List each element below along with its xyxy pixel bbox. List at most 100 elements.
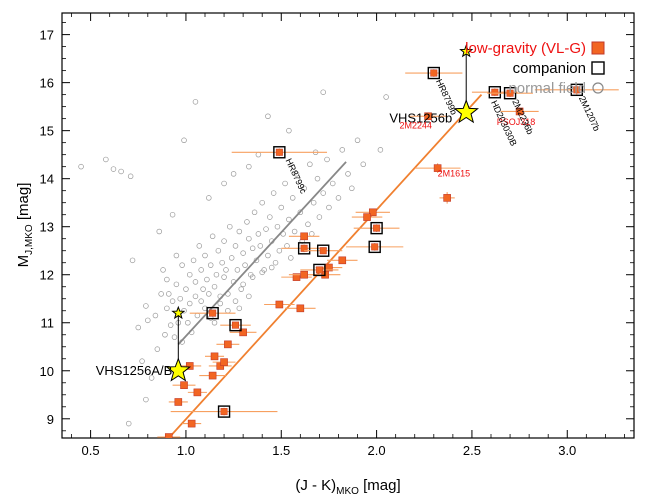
companion-point <box>319 247 327 255</box>
companion-point <box>506 89 514 97</box>
plot-frame <box>61 12 635 439</box>
field-point <box>186 300 193 307</box>
field-point <box>135 324 142 331</box>
trend-line <box>177 161 347 345</box>
field-point <box>236 305 243 312</box>
field-point <box>240 250 246 256</box>
field-point <box>360 161 367 168</box>
field-point <box>249 274 256 280</box>
field-point <box>307 161 313 168</box>
field-point <box>282 180 288 187</box>
legend-marker-companion <box>591 61 605 75</box>
field-point <box>171 334 178 340</box>
field-point <box>272 259 279 266</box>
field-point <box>103 156 109 163</box>
y-tick-label: 9 <box>47 412 54 427</box>
y-tick-label: 15 <box>40 124 54 139</box>
field-point <box>246 163 252 170</box>
field-point <box>320 190 326 196</box>
companion-box <box>427 66 440 80</box>
field-point <box>354 137 361 144</box>
field-point <box>249 245 256 252</box>
field-point <box>221 238 227 244</box>
x-axis-label: (J - K)MKO [mag] <box>295 477 400 497</box>
field-point <box>377 147 384 153</box>
field-point <box>192 293 199 300</box>
field-point <box>244 219 250 225</box>
field-point <box>310 199 317 206</box>
field-point <box>221 180 227 187</box>
field-point <box>143 396 149 403</box>
companion-point <box>373 224 381 232</box>
field-point <box>329 180 336 187</box>
field-point <box>267 214 273 220</box>
field-point <box>215 247 222 254</box>
companion-point <box>220 408 228 416</box>
field-point <box>289 195 296 201</box>
companion-point <box>300 244 308 252</box>
x-tick-label: 1.0 <box>177 443 195 458</box>
field-point <box>286 216 292 223</box>
low-gravity-point <box>300 270 308 279</box>
low-gravity-point <box>296 304 305 313</box>
star-label: VHS1256A/B <box>96 363 173 378</box>
field-point <box>129 257 136 264</box>
field-point <box>164 276 170 283</box>
field-point <box>268 264 275 271</box>
companion-point <box>573 86 581 94</box>
field-point <box>320 89 326 95</box>
field-point <box>219 259 225 266</box>
field-point <box>148 375 155 381</box>
field-point <box>169 211 176 218</box>
field-point <box>255 231 262 237</box>
companion-box <box>313 263 326 277</box>
companion-box <box>488 86 502 99</box>
companion-box <box>570 83 583 97</box>
field-point <box>227 223 233 230</box>
companion-box <box>297 242 311 255</box>
field-point <box>335 195 342 201</box>
annotation-label: 2M1615 <box>438 168 471 178</box>
star-marker <box>453 98 479 124</box>
star-marker <box>165 357 192 382</box>
companion-point <box>315 266 323 274</box>
field-point <box>181 137 187 144</box>
field-point <box>207 262 214 268</box>
field-point <box>196 243 203 249</box>
field-point <box>173 281 180 288</box>
field-point <box>238 286 244 292</box>
field-point <box>339 147 346 153</box>
field-point <box>118 168 124 175</box>
companion-box <box>206 306 219 320</box>
low-gravity-point <box>180 381 188 389</box>
field-point <box>223 267 229 273</box>
legend-label: companion <box>513 60 586 77</box>
field-point <box>253 257 260 264</box>
field-point <box>162 332 168 338</box>
companion-box <box>370 221 383 235</box>
low-gravity-point <box>220 358 228 366</box>
field-point <box>305 221 311 228</box>
field-point <box>232 298 239 304</box>
low-gravity-point <box>185 362 194 370</box>
companion-box <box>317 244 330 257</box>
field-point <box>167 322 174 328</box>
x-tick-label: 2.5 <box>463 443 481 458</box>
y-tick-label: 12 <box>40 268 54 283</box>
field-point <box>78 163 84 170</box>
field-point <box>221 274 227 280</box>
x-tick-label: 1.5 <box>272 443 290 458</box>
field-point <box>192 279 199 285</box>
companion-box <box>273 146 286 159</box>
field-point <box>179 262 185 268</box>
low-gravity-point <box>363 213 371 221</box>
field-point <box>139 358 145 364</box>
low-gravity-point <box>424 112 432 121</box>
field-point <box>158 291 164 297</box>
field-point <box>274 223 281 230</box>
companion-point <box>209 309 217 317</box>
low-gravity-point <box>193 388 202 397</box>
low-gravity-point <box>174 398 183 406</box>
field-point <box>236 228 243 235</box>
